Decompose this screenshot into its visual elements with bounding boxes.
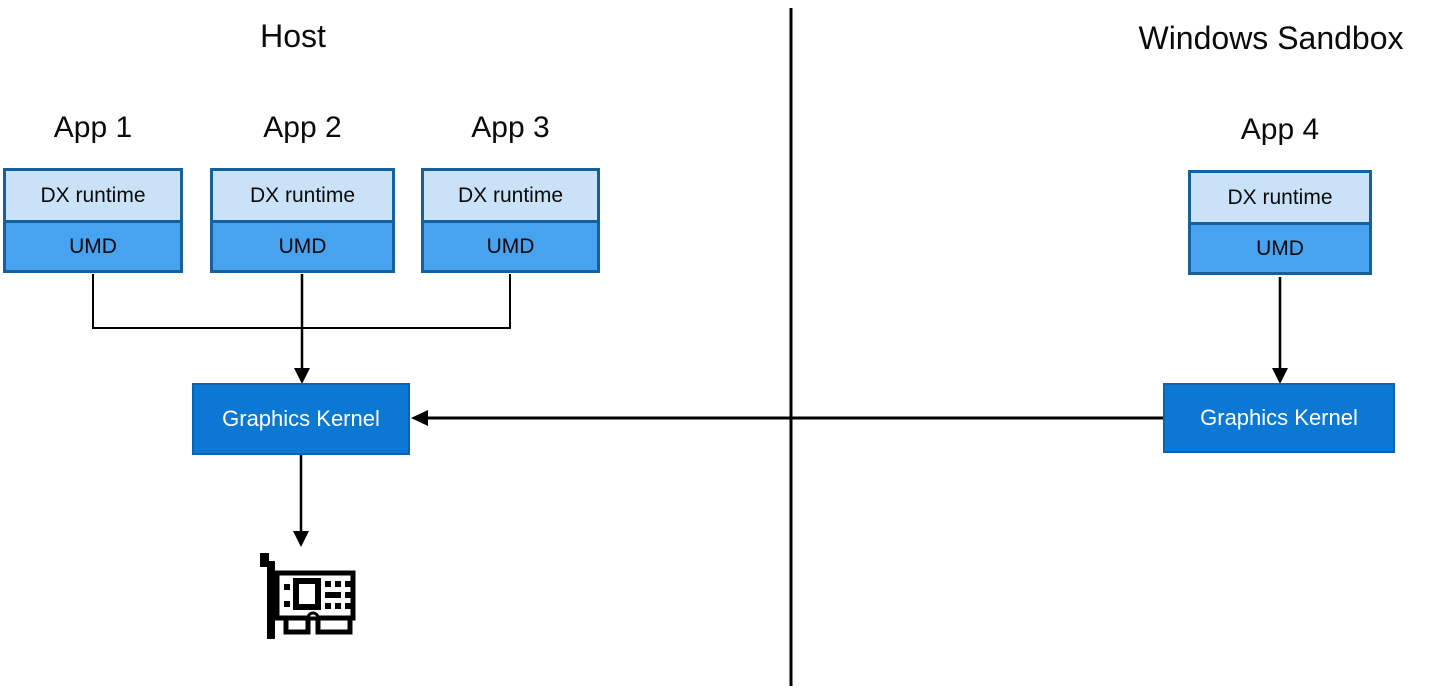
app-2-label: App 2: [263, 111, 342, 144]
app-1-box: DX runtime UMD: [3, 168, 183, 273]
app-3-umd: UMD: [424, 220, 597, 270]
app-4-umd: UMD: [1191, 222, 1369, 272]
app-3-group: App 3 DX runtime UMD: [421, 107, 600, 273]
sandbox-to-host-kernel-arrowhead: [411, 410, 428, 426]
host-graphics-kernel-box: Graphics Kernel: [192, 383, 410, 455]
app-4-group: App 4 DX runtime UMD: [1188, 109, 1372, 275]
app-3-box: DX runtime UMD: [421, 168, 600, 273]
host-section-title: Host: [260, 18, 326, 54]
sandbox-graphics-kernel-box: Graphics Kernel: [1163, 383, 1395, 453]
app-2-box: DX runtime UMD: [210, 168, 395, 273]
app-2-group: App 2 DX runtime UMD: [210, 107, 395, 273]
app-4-label: App 4: [1240, 113, 1320, 146]
app-4-dx-runtime: DX runtime: [1191, 173, 1369, 222]
kernel-to-gpu-arrowhead: [293, 531, 309, 547]
app-1-label: App 1: [53, 111, 133, 144]
app4-to-kernel-arrowhead: [1272, 368, 1288, 384]
app-3-dx-runtime: DX runtime: [424, 171, 597, 220]
app-2-dx-runtime: DX runtime: [213, 171, 392, 220]
app-1-group: App 1 DX runtime UMD: [3, 107, 183, 273]
apps-to-kernel-arrowhead: [294, 368, 310, 384]
app-4-box: DX runtime UMD: [1188, 170, 1372, 275]
app-2-umd: UMD: [213, 220, 392, 270]
app-1-dx-runtime: DX runtime: [6, 171, 180, 220]
app-1-umd: UMD: [6, 220, 180, 270]
graphics-card-icon: [260, 553, 356, 639]
app-3-label: App 3: [471, 111, 550, 144]
sandbox-section-title: Windows Sandbox: [1138, 20, 1404, 56]
